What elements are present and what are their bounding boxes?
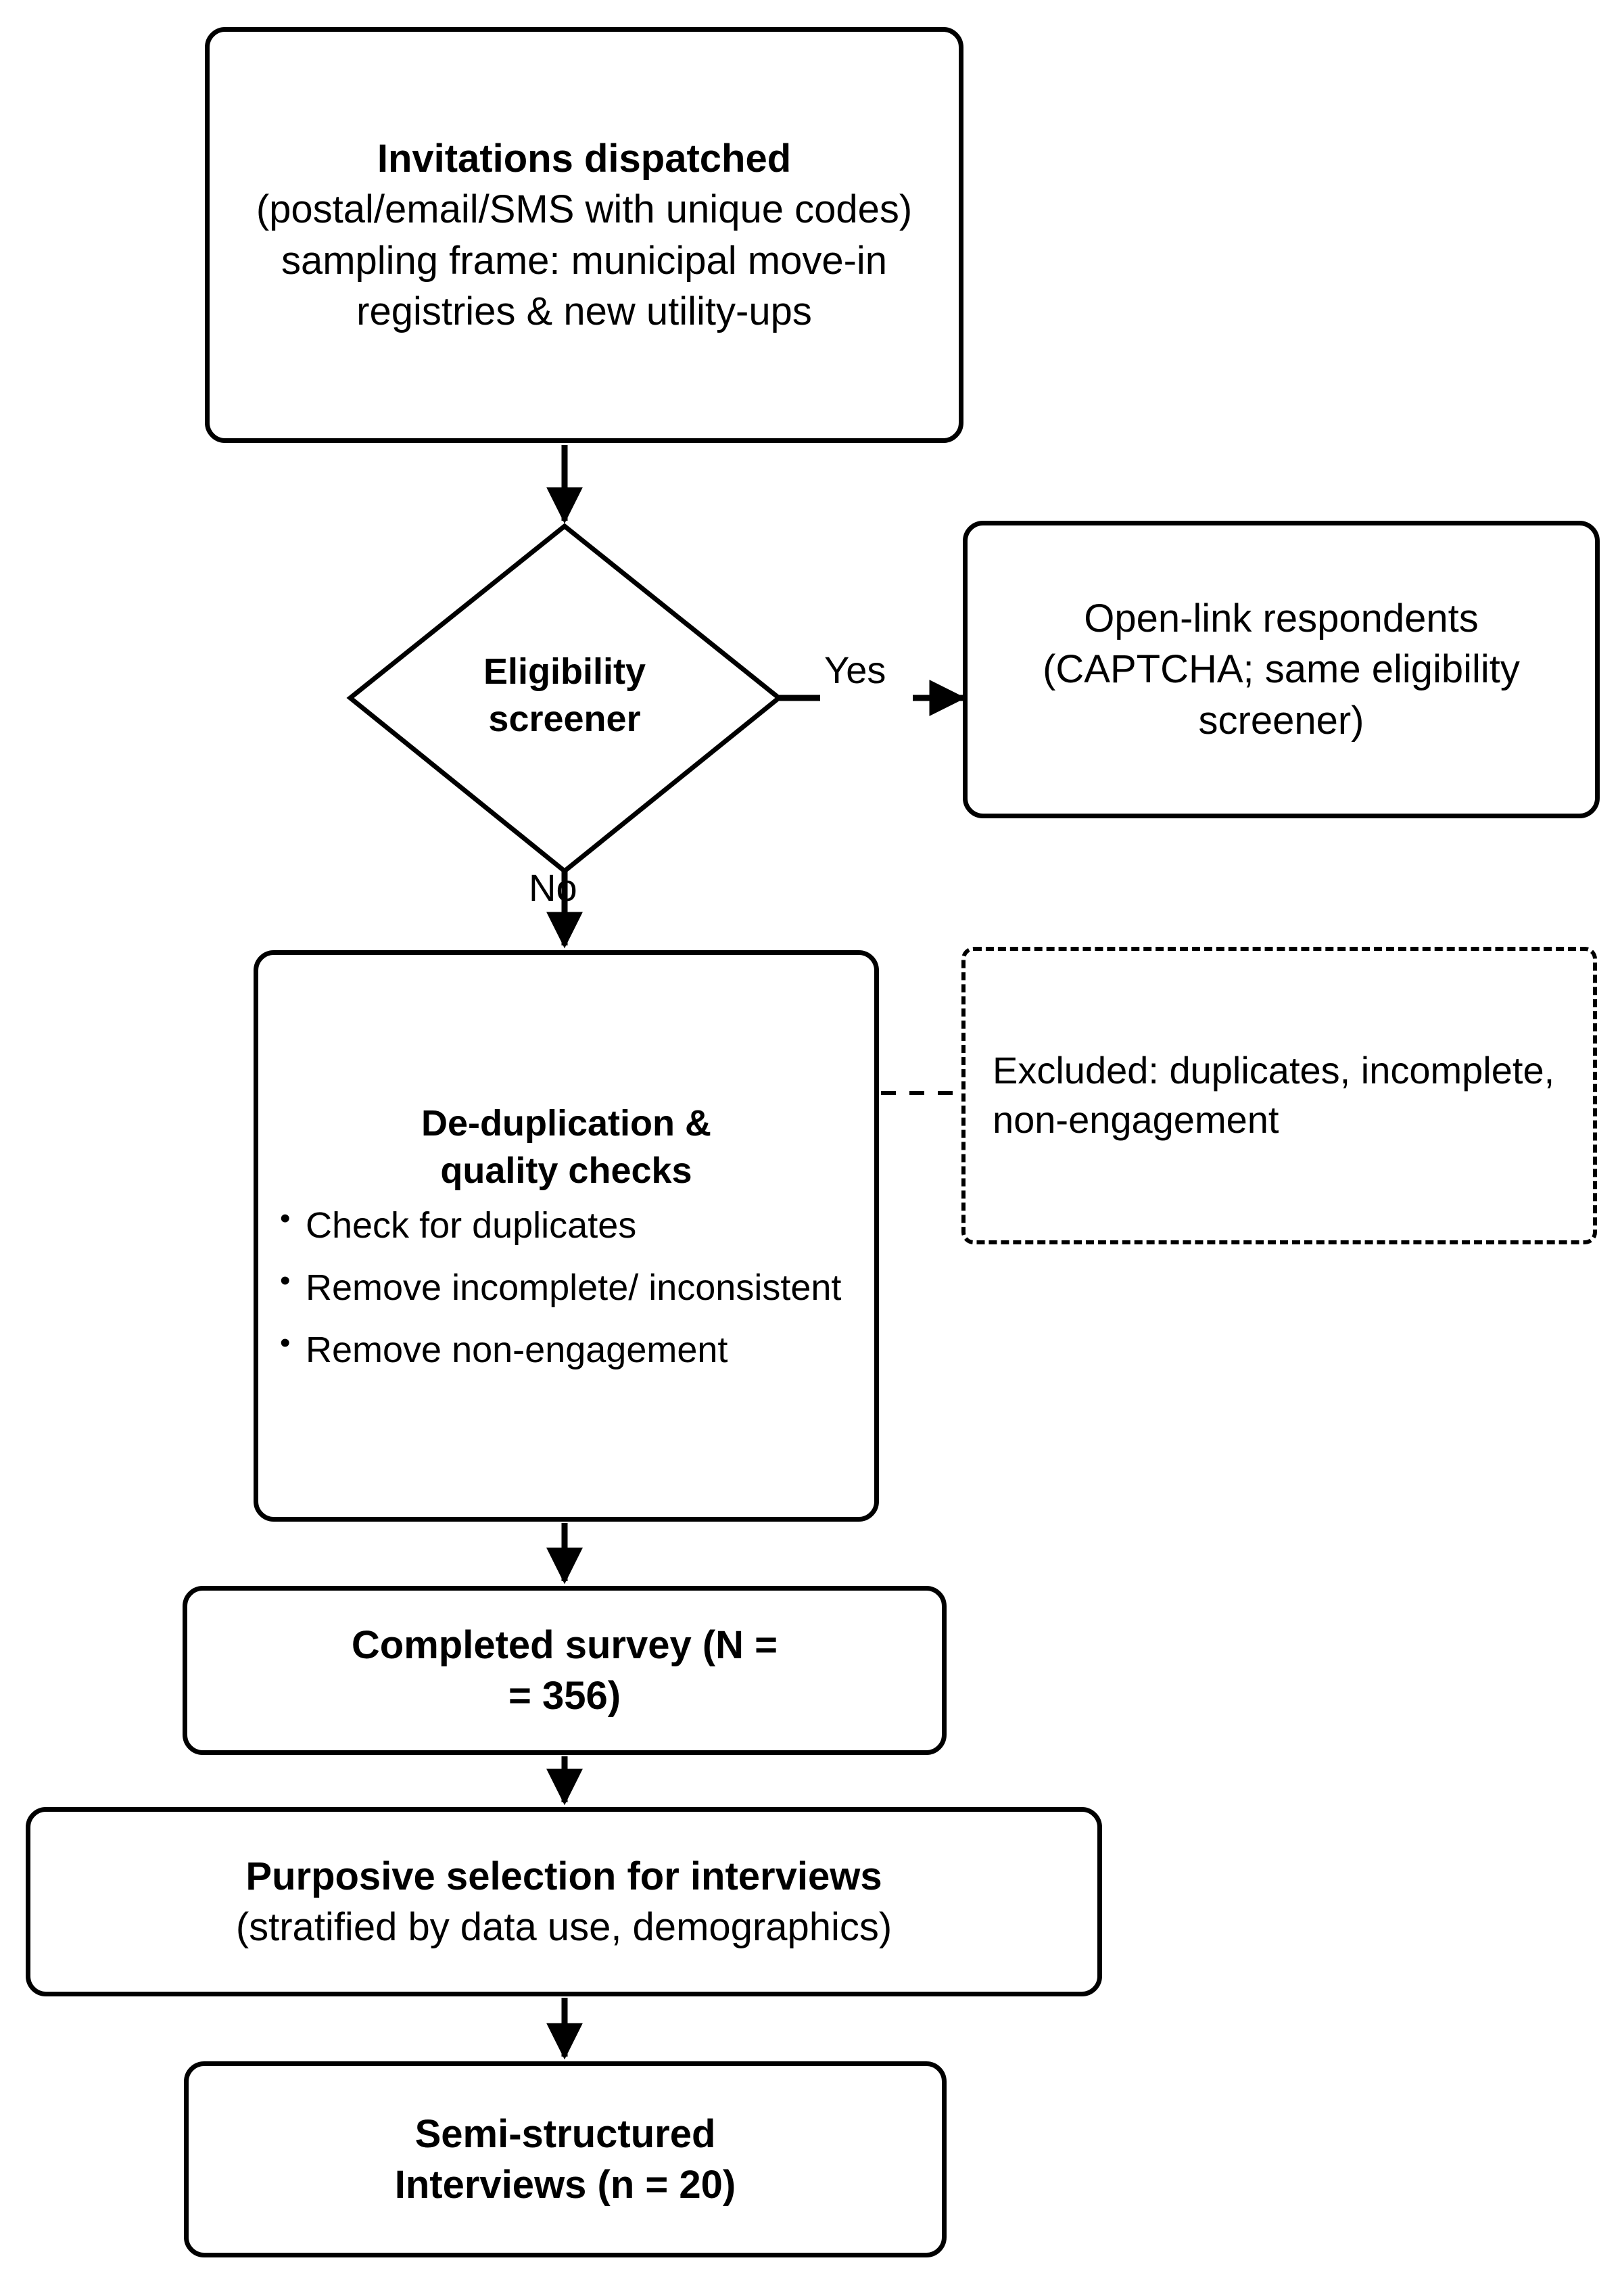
list-item: Check for duplicates	[270, 1202, 862, 1248]
node-excluded-records: Excluded: duplicates, incomplete, non-en…	[961, 947, 1597, 1244]
node-purposive-selection: Purposive selection for interviews (stra…	[26, 1807, 1102, 1996]
edge-label-no: No	[529, 866, 577, 909]
node-open-link-respondents: Open-link respondents (CAPTCHA; same eli…	[963, 521, 1600, 818]
completed-line2: = 356)	[508, 1674, 621, 1718]
dedup-title-line1: De-duplication &	[421, 1102, 711, 1144]
purposive-subtitle: (stratified by data use, demographics)	[235, 1905, 892, 1949]
interviews-line1: Semi-structured	[414, 2111, 716, 2156]
completed-line1: Completed survey (N =	[351, 1622, 778, 1667]
excluded-text: Excluded: duplicates, incomplete, non-en…	[993, 1049, 1555, 1141]
list-item: Remove incomplete/ inconsistent	[270, 1265, 862, 1311]
list-item: Remove non-engagement	[270, 1327, 862, 1373]
interviews-line2: Interviews (n = 20)	[394, 2163, 736, 2207]
invitations-title: Invitations dispatched	[377, 136, 792, 181]
node-de-duplication-quality-checks: De-duplication & quality checks Check fo…	[254, 950, 879, 1522]
eligibility-title-line1: Eligibility	[483, 651, 646, 692]
node-eligibility-screener: Eligibility screener	[377, 648, 752, 743]
dedup-title-line2: quality checks	[440, 1150, 692, 1191]
openlink-text: Open-link respondents (CAPTCHA; same eli…	[1043, 596, 1520, 743]
eligibility-title-line2: screener	[488, 699, 641, 740]
edge-label-yes: Yes	[824, 649, 886, 691]
purposive-title: Purposive selection for interviews	[245, 1854, 882, 1898]
node-invitations-dispatched: Invitations dispatched (postal/email/SMS…	[205, 27, 963, 443]
dedup-bullet-list: Check for duplicates Remove incomplete/ …	[270, 1202, 862, 1373]
node-semi-structured-interviews: Semi-structured Interviews (n = 20)	[184, 2061, 947, 2257]
node-completed-survey: Completed survey (N = = 356)	[183, 1586, 947, 1755]
invitations-subtitle: (postal/email/SMS with unique codes) sam…	[256, 187, 913, 333]
